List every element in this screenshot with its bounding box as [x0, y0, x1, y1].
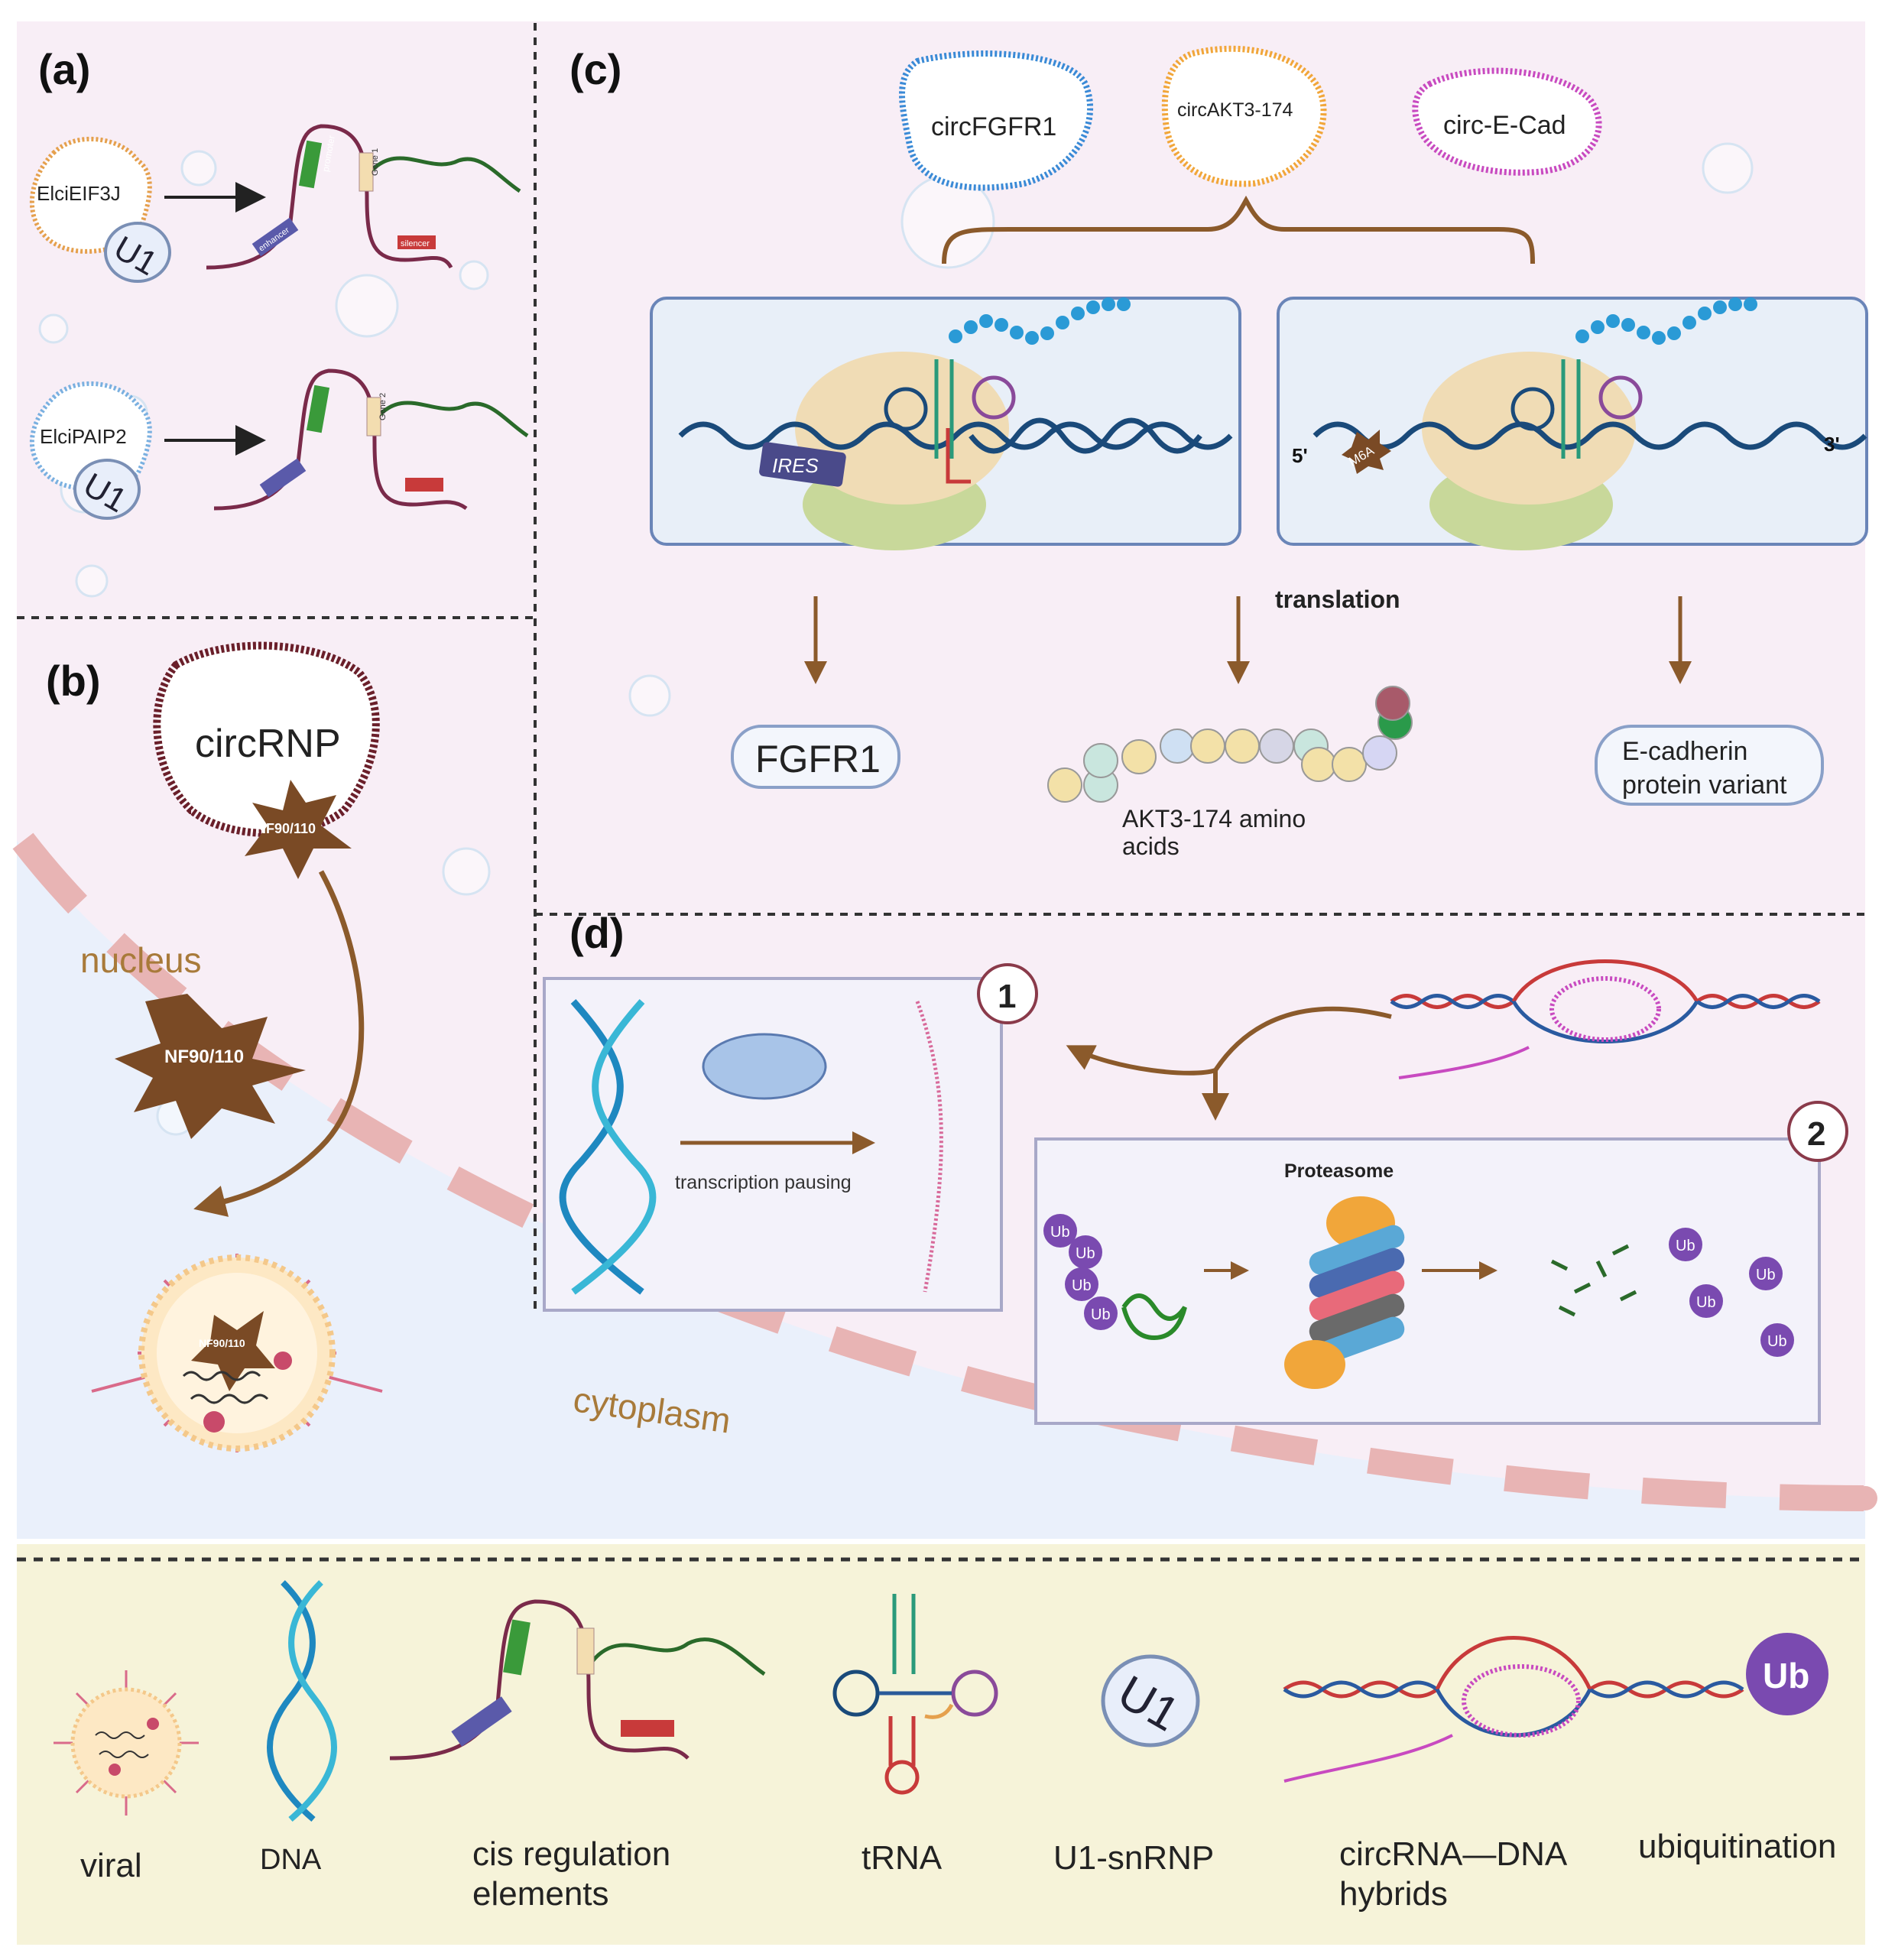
nf-star-large [115, 994, 306, 1139]
panel-d-label: (d) [569, 909, 625, 957]
ecad-box [1595, 725, 1824, 806]
circrnp-label: circRNP [195, 722, 341, 766]
legend-ub-icon: Ub [1746, 1633, 1828, 1715]
proteasome-box: Proteasome Ub Ub Ub Ub [1034, 1137, 1821, 1425]
step-1-label: 1 [998, 978, 1016, 1015]
transcription-pausing-label: transcription pausing [675, 1172, 852, 1193]
circ-akt3-label: circAKT3-174 [1177, 99, 1293, 121]
legend-u1-icon: U1 [1101, 1654, 1200, 1747]
svg-text:NF90/110: NF90/110 [164, 1047, 244, 1067]
nucleus-label: nucleus [80, 940, 202, 980]
peptide-fragments [1550, 1244, 1637, 1317]
virus-particle: NF90/110 [91, 1254, 383, 1452]
circ-ecad [1412, 67, 1602, 176]
u1-icon-a2: U1 [73, 459, 141, 520]
gene-diagram-a2: Gene 2 [213, 368, 529, 511]
hybrid-top [1390, 959, 1821, 1079]
ribosome-box-m6a: 5' 3' M6A [1277, 297, 1868, 550]
legend-cis-label-2: elements [472, 1875, 609, 1913]
membrane-end-dot [1853, 1486, 1877, 1511]
legend-u1-label: U1-snRNP [1053, 1839, 1214, 1877]
ires-label: IRES [772, 454, 819, 477]
legend-hybrid-icon [1283, 1636, 1744, 1783]
svg-text:Ub: Ub [1091, 1306, 1111, 1323]
fgfr1-box [731, 725, 900, 789]
svg-text:Ub: Ub [1763, 1656, 1809, 1696]
free-ub: Ub Ub Ub Ub [1669, 1228, 1794, 1357]
svg-text:Ub: Ub [1696, 1294, 1716, 1311]
legend-cis-label-1: cis regulation [472, 1835, 670, 1873]
legend-viral-label: viral [80, 1847, 142, 1884]
legend-dna-label: DNA [260, 1844, 322, 1876]
svg-text:Ub: Ub [1050, 1224, 1070, 1241]
circ-fgfr1-label: circFGFR1 [931, 112, 1056, 141]
svg-text:silencer: silencer [401, 239, 430, 248]
circ-fgfr1 [899, 50, 1094, 191]
ecad-label-2: protein variant [1622, 771, 1787, 800]
export-arrow [193, 870, 365, 1217]
svg-text:NF90/110: NF90/110 [199, 1337, 245, 1349]
legend-trna-label: tRNA [862, 1839, 943, 1877]
circrnp-loop [153, 641, 380, 837]
panel-c: (c) circFGFR1 circAKT3-174 circ-E-Cad IR… [569, 45, 1868, 860]
legend: viral DNA cis regulation elements [54, 1580, 1836, 1913]
step-2-badge [1787, 1101, 1848, 1162]
ub-chain: Ub Ub Ub Ub [1043, 1214, 1187, 1341]
legend-cis-icon [389, 1599, 766, 1760]
svg-text:Ub: Ub [1756, 1267, 1776, 1283]
ecad-label-1: E-cadherin [1622, 737, 1747, 766]
peptide-chain-1 [949, 297, 1131, 345]
proteasome-complex [1284, 1196, 1405, 1389]
panel-a: (a) ElciEIF3J U1 promoter Gene 1 enhance… [29, 45, 529, 520]
peptide-chain-2 [1575, 297, 1757, 345]
svg-text:Gene 1: Gene 1 [371, 148, 380, 176]
three-prime-label: 3' [1824, 433, 1840, 456]
step-2-label: 2 [1807, 1115, 1825, 1153]
circ-eif3j-label: ElciEIF3J [37, 182, 121, 205]
legend-background [17, 1544, 1865, 1945]
arrow-d-split [1066, 1006, 1392, 1076]
translation-label: translation [1275, 586, 1400, 613]
bracket [942, 195, 1535, 264]
transcription-box: transcription pausing [543, 977, 1003, 1312]
legend-ub-label: ubiquitination [1638, 1828, 1836, 1865]
proteasome-label: Proteasome [1284, 1160, 1394, 1182]
panel-d: (d) transcription pausing 1 [543, 909, 1848, 1425]
cytoplasm-background [17, 841, 1865, 1539]
legend-trna-icon [832, 1594, 998, 1795]
legend-hybrid-label-1: circRNA—DNA [1339, 1835, 1568, 1873]
nf-star-small [245, 780, 352, 879]
svg-text:NF90/110: NF90/110 [256, 821, 316, 836]
step-1-badge [977, 963, 1038, 1024]
panel-a-label: (a) [38, 45, 90, 93]
circ-akt3 [1161, 45, 1327, 187]
svg-text:Ub: Ub [1767, 1333, 1787, 1350]
u1-icon-a1: U1 [104, 222, 171, 283]
svg-text:Ub: Ub [1676, 1238, 1695, 1254]
panel-b-label: (b) [46, 657, 101, 705]
akt3-label-2: acids [1122, 832, 1179, 860]
fgfr1-label: FGFR1 [755, 738, 881, 780]
svg-text:Ub: Ub [1072, 1277, 1092, 1294]
akt3-label-1: AKT3-174 amino [1122, 805, 1306, 832]
ribosome-box-ires: IRES [650, 297, 1241, 550]
decorative-bubbles [38, 142, 1754, 1136]
circ-paip2-label: ElciPAIP2 [40, 425, 127, 448]
legend-viral-icon [54, 1670, 199, 1816]
akt3-peptide [1047, 686, 1413, 803]
circ-ecad-label: circ-E-Cad [1443, 111, 1566, 140]
panel-c-label: (c) [569, 45, 621, 93]
svg-text:Gene 2: Gene 2 [378, 393, 388, 420]
legend-hybrid-label-2: hybrids [1339, 1875, 1448, 1913]
five-prime-label: 5' [1292, 444, 1308, 467]
svg-text:Ub: Ub [1076, 1245, 1095, 1262]
legend-dna-icon [267, 1580, 337, 1822]
